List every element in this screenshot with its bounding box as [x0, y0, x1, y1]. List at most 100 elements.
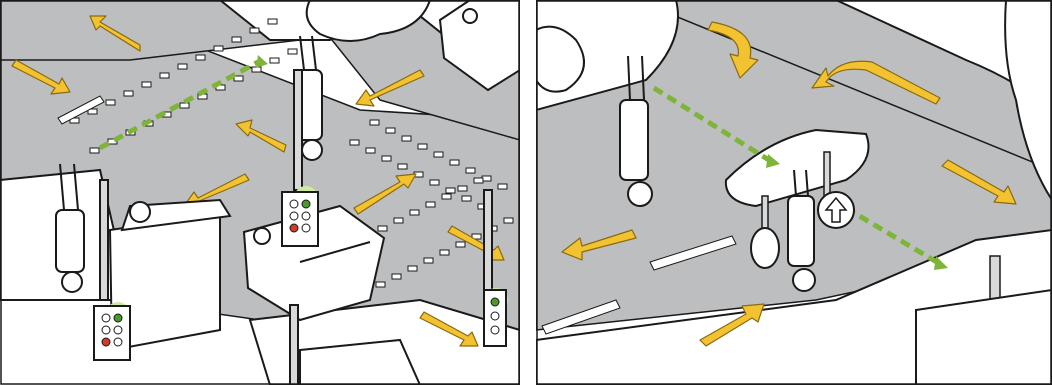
crosswalk-stripe: [365, 147, 376, 154]
signal-lamp: [113, 325, 123, 335]
crosswalk-stripe: [231, 36, 242, 43]
arrow-icon: [941, 159, 1017, 205]
crosswalk-stripe: [429, 179, 440, 186]
signal-lamp: [301, 223, 311, 233]
crosswalk-stripe: [409, 209, 420, 216]
crossing-path-arrowhead: [256, 55, 268, 68]
green-light-icon: [301, 199, 311, 209]
signal-lamp: [289, 211, 299, 221]
crosswalk-stripe: [391, 273, 402, 280]
crosswalk-stripe: [473, 177, 484, 184]
crosswalk-stripe: [249, 27, 260, 34]
crosswalk-stripe: [401, 135, 412, 142]
signal-lamp: [101, 313, 111, 323]
crosswalk-stripe: [385, 127, 396, 134]
crosswalk-stripe: [461, 195, 472, 202]
signal-lamp: [289, 199, 299, 209]
crosswalk-stripe: [425, 201, 436, 208]
pedestrian-figure: [619, 55, 653, 207]
pedestrian-crossing-path: [844, 205, 942, 267]
car-illustration: [242, 204, 386, 322]
bollard-sign: [750, 195, 780, 269]
left-illustration-panel: [0, 0, 520, 385]
crosswalk-stripe: [369, 119, 380, 126]
crosswalk-stripe: [445, 187, 456, 194]
traffic-light: [483, 288, 508, 347]
signal-housing: [93, 305, 131, 361]
car-illustration: [438, 0, 520, 92]
crosswalk-stripe: [497, 183, 508, 190]
crosswalk-stripe: [123, 90, 134, 97]
truck-illustration: [108, 198, 232, 352]
crosswalk-stripe: [439, 249, 450, 256]
arrow-icon: [355, 69, 425, 107]
green-light-icon: [113, 313, 123, 323]
building-illustration: [299, 338, 422, 385]
crossing-path-arrowhead: [934, 256, 948, 270]
crosswalk-stripe: [267, 18, 278, 25]
crosswalk-stripe: [423, 257, 434, 264]
crosswalk-stripe: [375, 281, 386, 288]
tree-illustration: [536, 25, 585, 93]
arrow-icon: [11, 59, 71, 95]
tree-illustration: [1004, 0, 1052, 202]
crosswalk-stripe: [441, 193, 452, 200]
crosswalk-stripe: [407, 265, 418, 272]
lane-marking: [649, 235, 737, 271]
arrow-icon: [89, 15, 141, 52]
panel-border: [536, 0, 1052, 385]
pedestrian-crossing-path: [98, 59, 260, 151]
arrow-icon: [699, 303, 765, 347]
signal-lamp: [101, 325, 111, 335]
crosswalk-stripe: [195, 54, 206, 61]
crossing-path-arrowhead: [766, 154, 780, 168]
lane-marking: [57, 95, 105, 125]
lane-marking: [541, 299, 621, 335]
crosswalk-stripe: [381, 155, 392, 162]
red-light-icon: [101, 337, 111, 347]
arrow-icon: [707, 21, 759, 79]
red-light-icon: [289, 223, 299, 233]
traffic-light: [93, 302, 131, 361]
pedestrian-crossing-path: [652, 85, 774, 165]
crosswalk-stripe: [393, 217, 404, 224]
crosswalk-stripe: [287, 48, 298, 55]
up-arrow-icon: [824, 196, 848, 223]
mid-block-crossing-scene: [536, 0, 1052, 385]
arrow-icon: [235, 119, 287, 153]
crosswalk-stripe: [377, 225, 388, 232]
arrow-icon: [811, 60, 941, 105]
pedestrian-figure: [55, 163, 85, 293]
crosswalk-stripe: [433, 151, 444, 158]
crosswalk-stripe: [449, 159, 460, 166]
crosswalk-stripe: [89, 147, 100, 154]
crosswalk-stripe: [233, 75, 244, 82]
crosswalk-stripe: [349, 139, 360, 146]
signal-housing: [281, 191, 319, 247]
arrow-icon: [561, 229, 637, 261]
crosswalk-stripe: [105, 99, 116, 106]
right-illustration-panel: [536, 0, 1052, 385]
refuge-island: [724, 128, 870, 208]
intersection-scene: [0, 0, 520, 385]
green-light-icon: [490, 297, 500, 307]
crosswalk-stripe: [465, 167, 476, 174]
crosswalk-stripe: [417, 143, 428, 150]
crosswalk-stripe: [397, 163, 408, 170]
signal-lamp: [113, 337, 123, 347]
crosswalk-stripe: [457, 185, 468, 192]
signal-lamp: [490, 325, 500, 335]
building-illustration: [915, 288, 1052, 385]
crosswalk-stripe: [159, 72, 170, 79]
tree-illustration: [305, 0, 432, 42]
signal-lamp: [301, 211, 311, 221]
traffic-light: [281, 186, 319, 247]
crosswalk-stripe: [213, 45, 224, 52]
crosswalk-stripe: [455, 241, 466, 248]
arrow-icon: [419, 311, 479, 347]
crosswalk-stripe: [141, 81, 152, 88]
panel-border: [0, 0, 520, 385]
crosswalk-stripe: [87, 108, 98, 115]
crosswalk-stripe: [179, 102, 190, 109]
crosswalk-stripe: [471, 233, 482, 240]
